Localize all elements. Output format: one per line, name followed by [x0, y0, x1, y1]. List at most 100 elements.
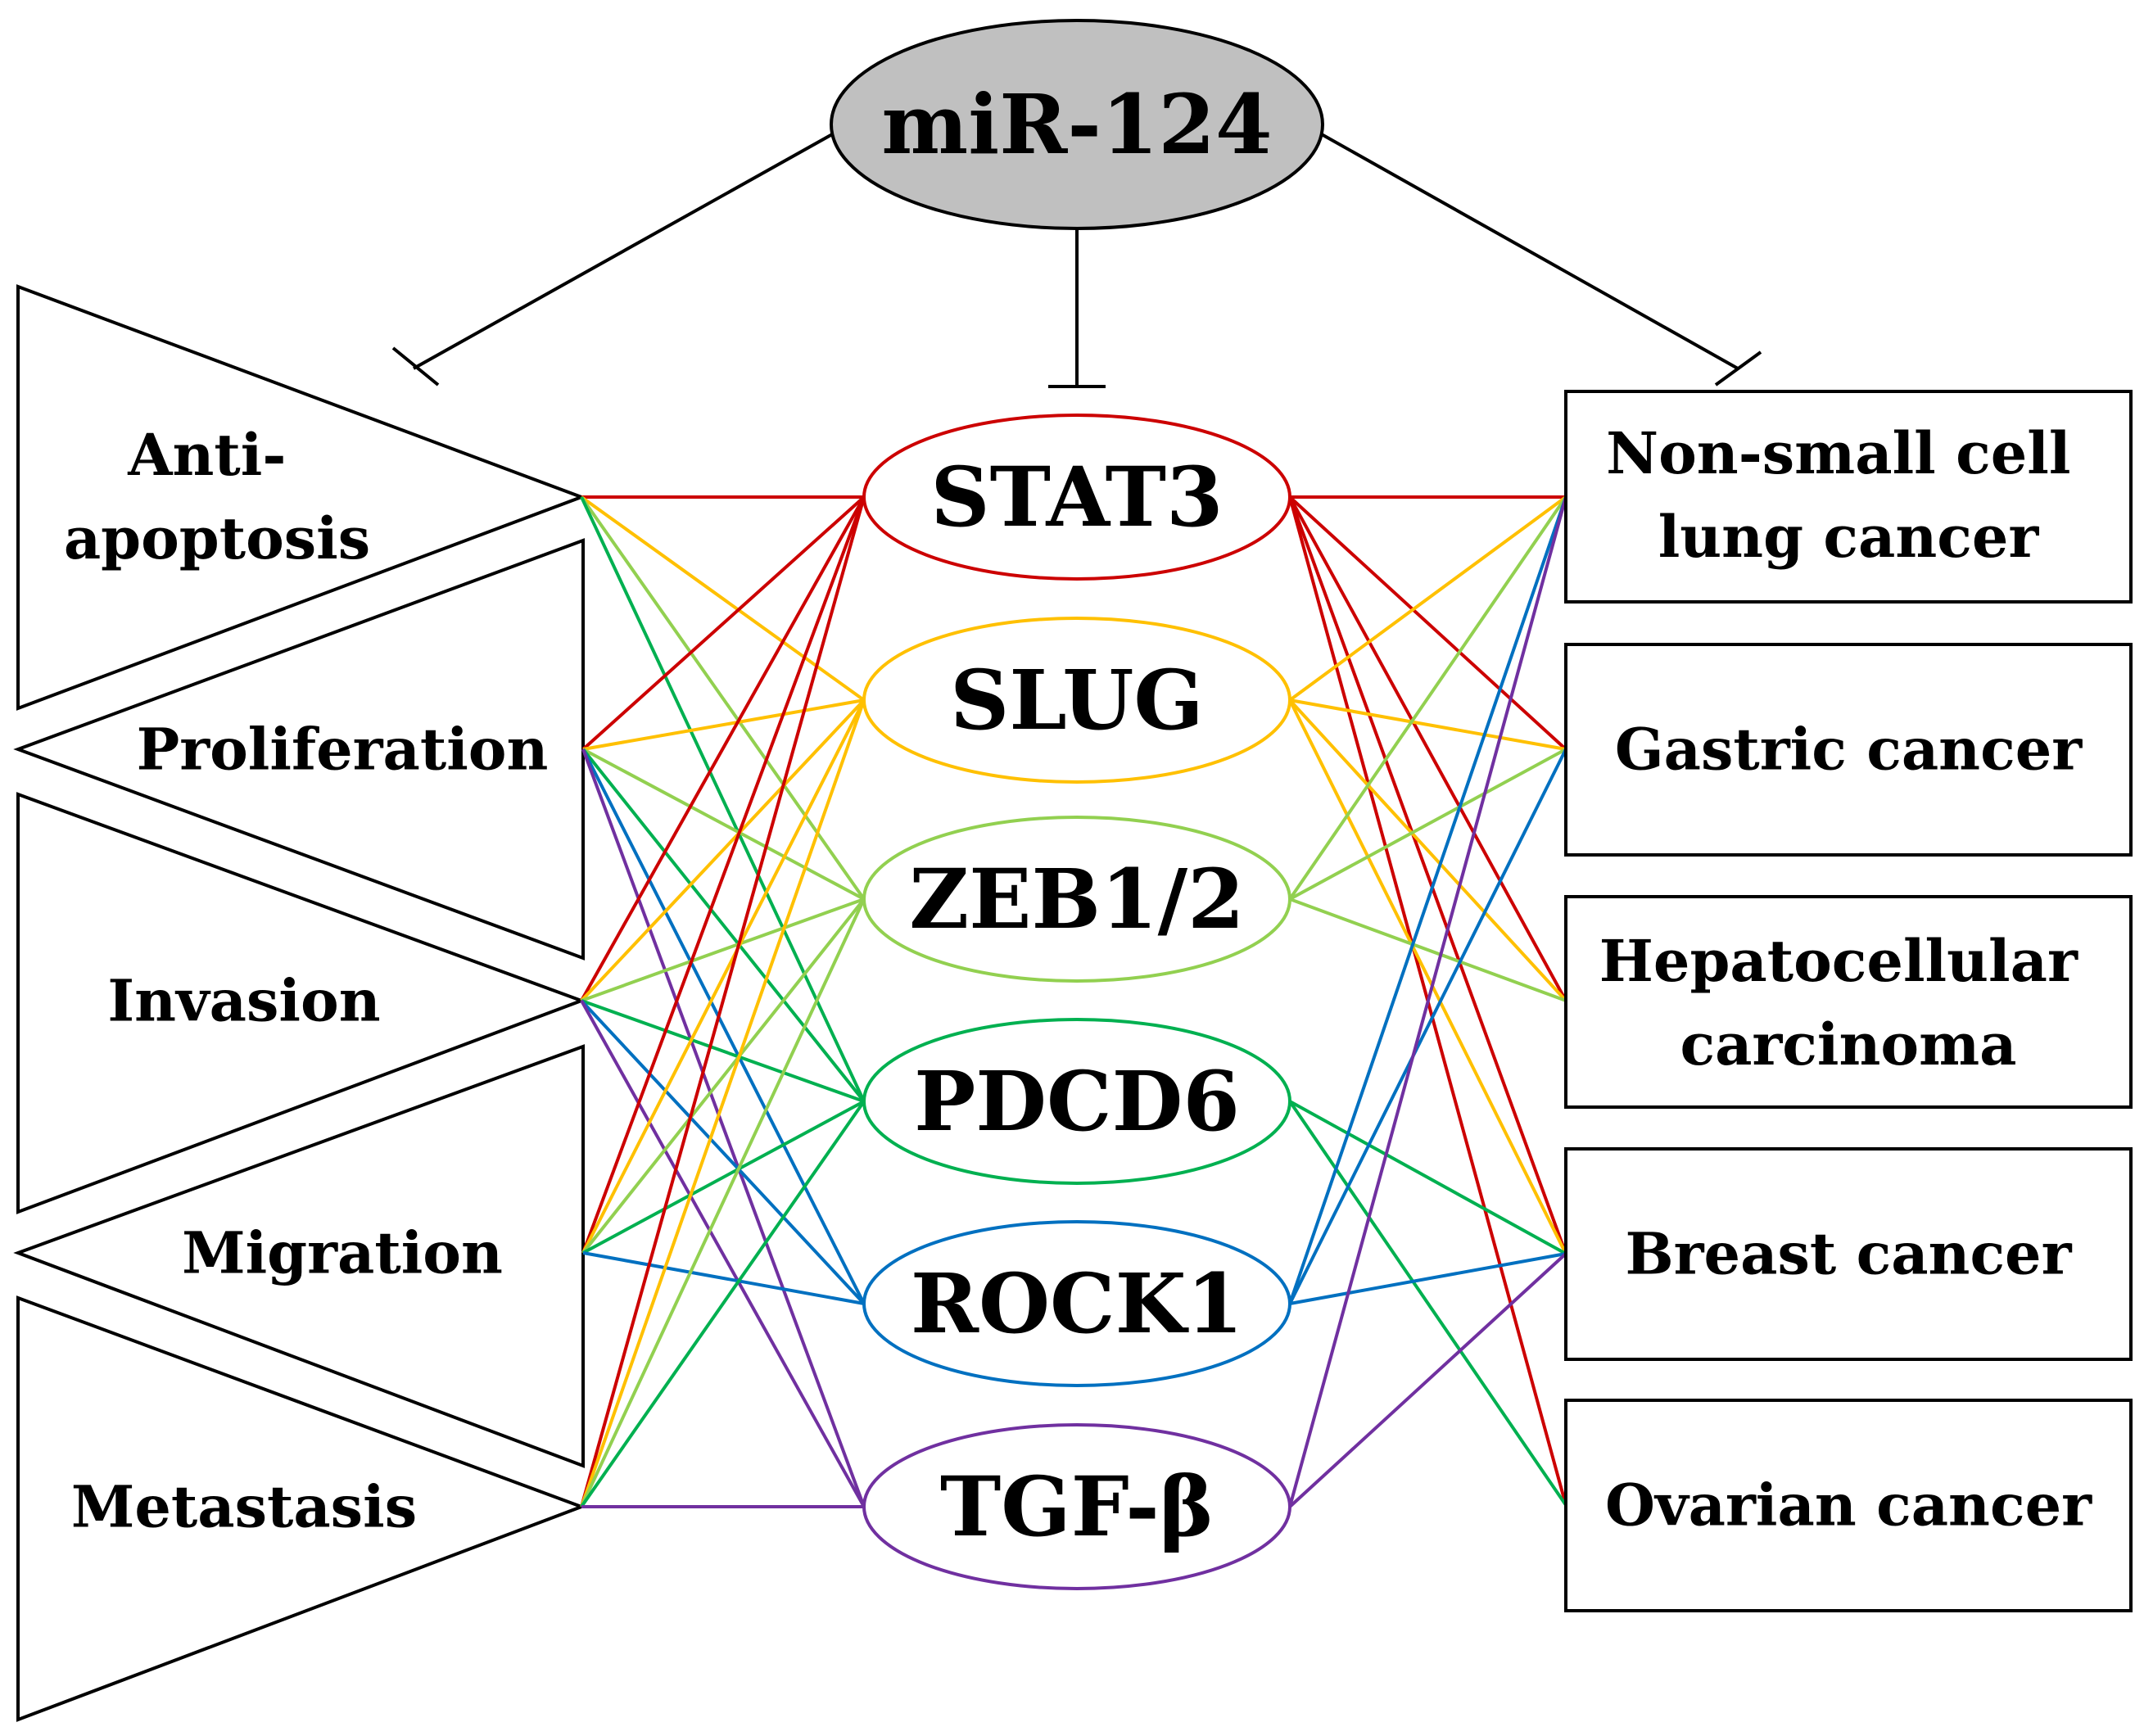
link-pdcd6-breast — [1289, 1100, 1567, 1255]
gene-ellipse-rock1 — [862, 1220, 1291, 1387]
link-migration-pdcd6 — [582, 1100, 865, 1255]
gene-label-zeb1-2: ZEB1/2 — [909, 851, 1244, 947]
gene-node-stat3: STAT3 — [862, 414, 1291, 581]
cancer-node-breast: Breast cancer — [1564, 1147, 2133, 1361]
process-label-anti-apoptosis: Anti- apoptosis — [64, 421, 370, 572]
gene-node-zeb1-2: ZEB1/2 — [862, 816, 1291, 983]
gene-node-pdcd6: PDCD6 — [862, 1018, 1291, 1185]
link-pdcd6-ovarian — [1288, 1100, 1567, 1507]
gene-label-slug: SLUG — [950, 652, 1204, 748]
link-zeb1-2-nsclc — [1288, 495, 1567, 901]
link-slug-hcc — [1288, 698, 1567, 1002]
cancer-label-hcc-line1: Hepatocellular — [1599, 927, 2078, 995]
process-gene-links — [580, 495, 866, 1508]
process-triangle-anti-apoptosis — [16, 284, 586, 711]
link-invasion-zeb1-2 — [581, 897, 865, 1002]
cancer-label-nsclc: Non-small cell lung cancer — [1606, 419, 2091, 571]
cancer-node-gastric: Gastric cancer — [1564, 643, 2133, 857]
inhibition-connectors — [391, 132, 1762, 388]
link-proliferation-stat3 — [581, 495, 866, 751]
link-proliferation-tgf-beta — [581, 748, 866, 1508]
link-invasion-pdcd6 — [581, 999, 865, 1103]
cancer-box-ovarian — [1564, 1399, 2133, 1612]
gene-ellipse-pdcd6 — [862, 1018, 1291, 1185]
inhibition-bar-cancers — [1714, 350, 1762, 387]
link-zeb1-2-hcc — [1289, 897, 1567, 1002]
gene-node-rock1: ROCK1 — [862, 1220, 1291, 1387]
link-tgf-beta-nsclc — [1288, 496, 1567, 1508]
cancer-box-nsclc — [1564, 390, 2133, 604]
process-triangle-migration — [13, 1044, 585, 1468]
process-triangle-metastasis — [16, 1295, 586, 1722]
inhibition-line-to-cancers — [1319, 132, 1739, 370]
root-ellipse — [830, 19, 1324, 230]
gene-label-rock1: ROCK1 — [911, 1255, 1243, 1352]
cancer-nodes: Non-small cell lung cancer Gastric cance… — [1564, 390, 2133, 1612]
link-metastasis-zeb1-2 — [580, 898, 866, 1508]
link-migration-stat3 — [581, 496, 866, 1254]
root-node: miR-124 — [830, 19, 1324, 230]
link-invasion-tgf-beta — [580, 1000, 866, 1508]
cancer-box-gastric — [1564, 643, 2133, 857]
process-label-migration: Migration — [182, 1219, 503, 1287]
process-triangle-invasion — [16, 792, 586, 1214]
cancer-box-breast — [1564, 1147, 2133, 1361]
process-labels: Anti- apoptosis Proliferation Invasion M… — [64, 421, 549, 1541]
link-proliferation-slug — [582, 698, 865, 751]
gene-ellipse-zeb1-2 — [862, 816, 1291, 983]
process-label-proliferation: Proliferation — [137, 716, 549, 784]
gene-label-stat3: STAT3 — [930, 449, 1223, 545]
process-label-invasion: Invasion — [107, 967, 380, 1035]
cancer-label-hcc: Hepatocellular carcinoma — [1599, 927, 2097, 1078]
link-proliferation-pdcd6 — [581, 748, 866, 1103]
link-proliferation-zeb1-2 — [582, 748, 865, 901]
link-rock1-gastric — [1288, 748, 1567, 1304]
inhibition-line-to-processes — [413, 132, 835, 370]
link-tgf-beta-breast — [1288, 1252, 1567, 1508]
link-metastasis-pdcd6 — [580, 1100, 866, 1508]
link-slug-nsclc — [1288, 495, 1567, 702]
link-anti-apoptosis-zeb1-2 — [580, 495, 866, 901]
cancer-label-breast: Breast cancer — [1626, 1220, 2073, 1288]
gene-nodes: STAT3 SLUG ZEB1/2 PDCD6 ROCK1 TGF-β — [862, 414, 1291, 1590]
gene-ellipse-stat3 — [862, 414, 1291, 581]
link-invasion-stat3 — [580, 496, 866, 1001]
cancer-box-hcc — [1564, 895, 2133, 1109]
link-zeb1-2-gastric — [1289, 748, 1567, 901]
inhibition-bar-processes — [391, 346, 440, 387]
link-slug-gastric — [1289, 698, 1567, 751]
cancer-node-hcc: Hepatocellular carcinoma — [1564, 895, 2133, 1109]
link-stat3-breast — [1288, 496, 1567, 1255]
gene-node-tgf-beta: TGF-β — [862, 1423, 1291, 1590]
gene-ellipse-slug — [862, 617, 1291, 784]
cancer-node-nsclc: Non-small cell lung cancer — [1564, 390, 2133, 604]
link-proliferation-rock1 — [581, 748, 866, 1304]
cancer-label-hcc-line2: carcinoma — [1680, 1010, 2016, 1078]
cancer-label-ovarian: Ovarian cancer — [1605, 1472, 2092, 1539]
link-rock1-nsclc — [1288, 496, 1567, 1304]
process-label-metastasis: Metastasis — [71, 1473, 417, 1541]
link-stat3-hcc — [1288, 496, 1567, 1001]
link-migration-rock1 — [582, 1251, 865, 1305]
link-anti-apoptosis-slug — [580, 495, 866, 702]
link-rock1-breast — [1289, 1252, 1567, 1305]
link-slug-breast — [1288, 699, 1567, 1255]
cancer-label-nsclc-line2: lung cancer — [1658, 503, 2040, 571]
gene-label-pdcd6: PDCD6 — [914, 1053, 1240, 1150]
cancer-label-nsclc-line1: Non-small cell — [1606, 419, 2070, 487]
link-metastasis-stat3 — [580, 496, 866, 1508]
link-invasion-rock1 — [580, 999, 866, 1305]
root-label: miR-124 — [881, 76, 1272, 173]
gene-ellipse-tgf-beta — [862, 1423, 1291, 1590]
link-metastasis-slug — [580, 699, 866, 1508]
link-invasion-slug — [580, 698, 866, 1002]
process-label-anti-apoptosis-line2: apoptosis — [64, 504, 370, 572]
link-migration-slug — [581, 699, 866, 1254]
cancer-label-gastric: Gastric cancer — [1615, 716, 2083, 784]
cancer-node-ovarian: Ovarian cancer — [1564, 1399, 2133, 1612]
link-migration-zeb1-2 — [581, 897, 866, 1255]
gene-cancer-links — [1288, 495, 1567, 1508]
process-shapes — [13, 284, 586, 1722]
gene-label-tgf-beta: TGF-β — [940, 1458, 1214, 1555]
